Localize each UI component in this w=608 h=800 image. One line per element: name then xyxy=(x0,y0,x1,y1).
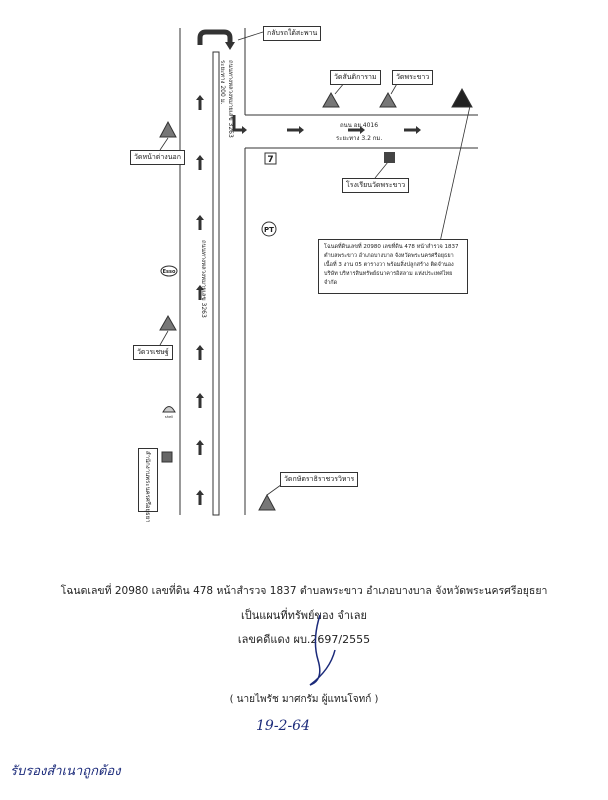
pt-station-icon: PT xyxy=(261,221,277,237)
seven-eleven-icon: 7 xyxy=(264,152,277,165)
u-turn-label: กลับรถใต้สะพาน xyxy=(263,26,322,41)
seven-eleven-label: 7 xyxy=(267,155,273,165)
direction-arrows xyxy=(196,95,421,505)
main-road-distance: ระยะทาง 200 ม. xyxy=(219,60,226,105)
wat-santikaram-label: วัดสันติการาม xyxy=(330,70,381,85)
main-road-label-mid: ถนนทางหลวงหมายเลข 3263 xyxy=(200,240,207,318)
temple-icon xyxy=(159,120,177,138)
caption-deed-line: โฉนดเลขที่ 20980 เลขที่ดิน 478 หน้าสำรวจ… xyxy=(60,585,548,597)
esso-label: Esso xyxy=(163,269,176,275)
school-icon xyxy=(384,152,395,163)
property-line-5: จำกัด xyxy=(324,280,338,286)
property-line-2: ตำบลพระขาว อำเภอบางบาล จังหวัดพระนครศรีอ… xyxy=(324,253,454,259)
office-icon xyxy=(161,451,173,463)
location-map: 7 PT Esso shell xyxy=(159,28,478,516)
wat-kasattra-label: วัดกษัตราธิราชวรวิหาร xyxy=(280,472,359,487)
wat-namtao-label: วัดหน้าต่างนอก xyxy=(130,150,185,165)
shell-label: shell xyxy=(165,415,173,419)
temple-icon xyxy=(159,314,177,331)
property-line-1: โฉนดที่ดินเลขที่ 20980 เลขที่ดิน 478 หน้… xyxy=(324,244,459,250)
target-property-icon xyxy=(451,87,473,108)
handwritten-certification: รับรองสำเนาถูกต้อง xyxy=(10,764,121,779)
pt-label: PT xyxy=(264,226,274,234)
property-line-4: บริษัท บริหารสินทรัพย์ธนาคารอิสลาม แห่งป… xyxy=(324,271,453,277)
wat-woracheth-label: วัดวรเชษฐ์ xyxy=(133,345,173,360)
signature-mark xyxy=(309,614,336,686)
temple-icon xyxy=(258,493,276,511)
school-label: โรงเรียนวัดพระขาว xyxy=(342,178,410,193)
property-line-3: เนื้อที่ 3 งาน 05 ตารางวา พร้อมสิ่งปลูกส… xyxy=(324,262,454,268)
side-road-distance: ระยะทาง 3.2 กม. xyxy=(336,135,383,142)
shell-station-icon: shell xyxy=(162,406,176,419)
temple-icon xyxy=(379,91,397,108)
side-road-label: ถนน อย.4016 xyxy=(340,122,379,129)
wat-phrakhao-label: วัดพระขาว xyxy=(392,70,434,85)
office-label: สำนักงานพระนครศรีอยุธยา xyxy=(144,451,151,523)
property-info-box: โฉนดที่ดินเลขที่ 20980 เลขที่ดิน 478 หน้… xyxy=(318,239,468,294)
caption-owner-line: เป็นแผนที่ทรัพย์ของ จำเลย xyxy=(241,609,367,622)
caption-signer-line: ( นายไพรัช มาศกรัม ผู้แทนโจทก์ ) xyxy=(229,694,379,705)
temple-icon xyxy=(322,91,340,108)
esso-station-icon: Esso xyxy=(160,265,178,277)
handwritten-date: 19-2-64 xyxy=(256,718,310,734)
caption-case-line: เลขคดีแดง ผบ.2697/2555 xyxy=(237,633,371,646)
office-label-box: สำนักงานพระนครศรีอยุธยา xyxy=(138,448,158,523)
